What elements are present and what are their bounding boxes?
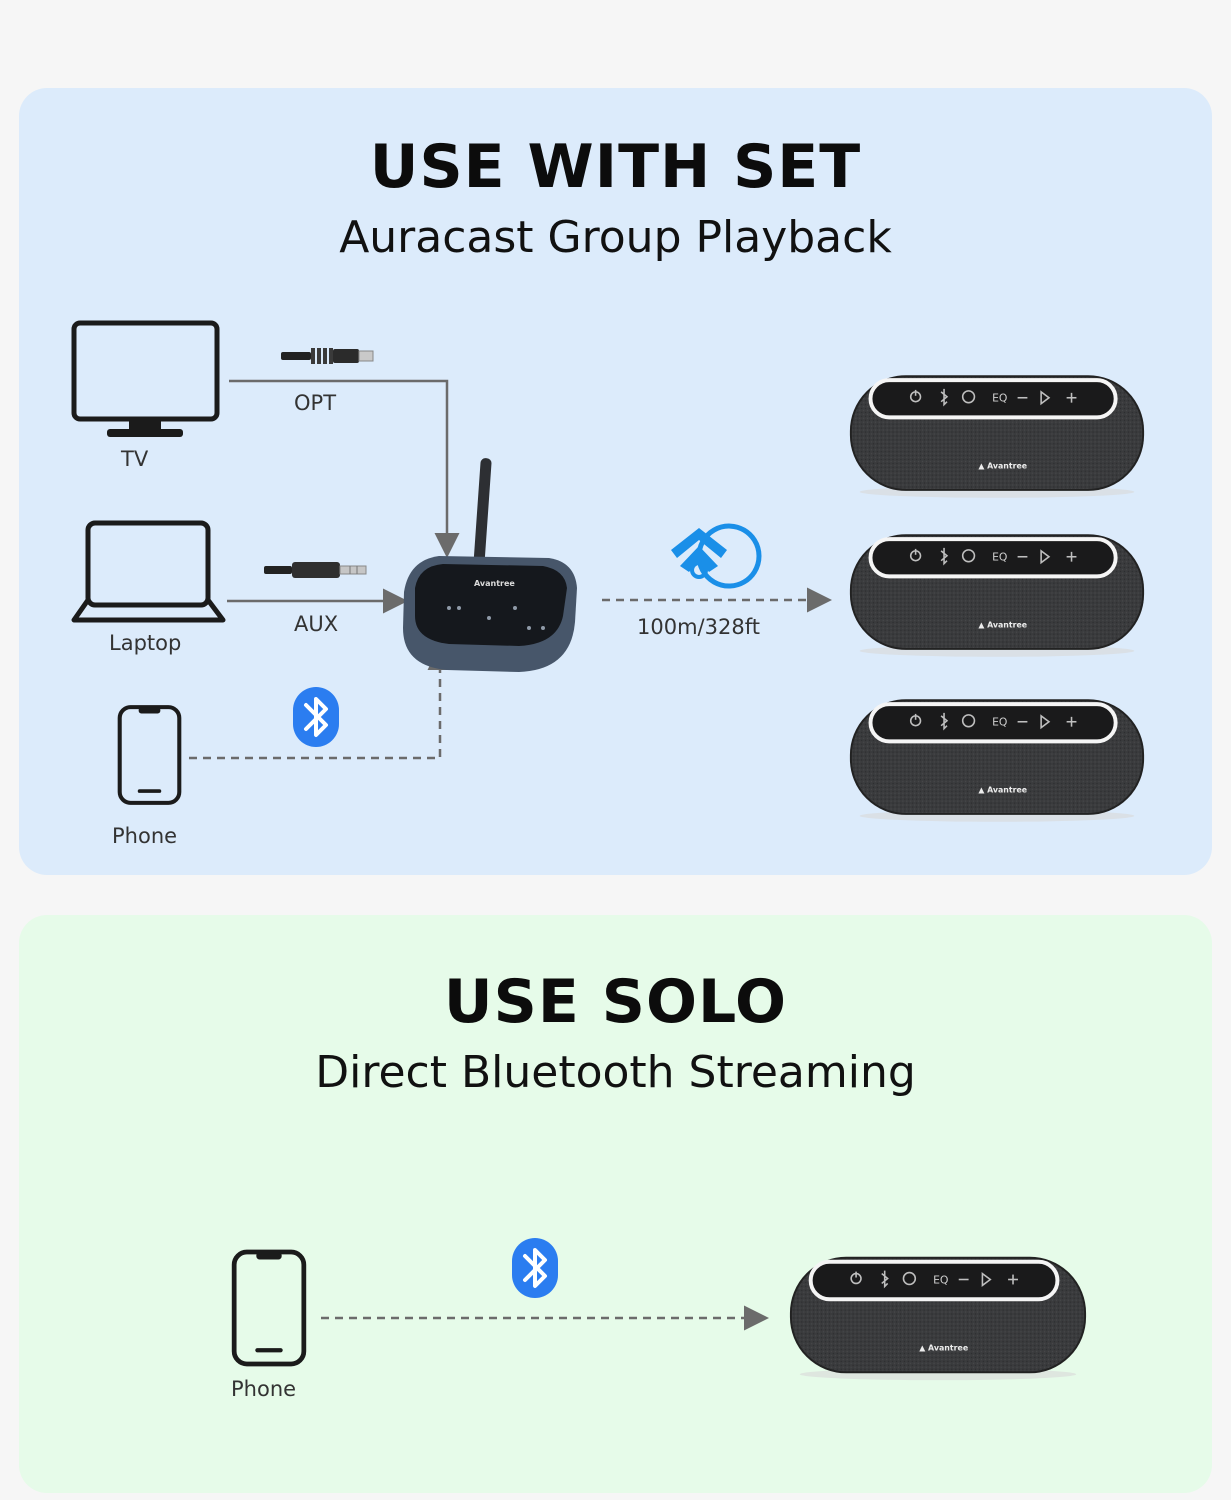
solo-playback-panel: USE SOLO Direct Bluetooth Streaming Phon… [19,915,1212,1493]
optical-cable-icon [281,348,374,364]
tv-icon [71,320,220,437]
auracast-icon [671,523,762,589]
section-title: USE WITH SET [369,132,862,202]
section-title-solo: USE SOLO [443,967,788,1037]
aux-label: AUX [294,612,339,636]
tv-label: TV [121,447,149,471]
speaker-solo [788,1255,1088,1383]
optical-label: OPT [294,391,337,415]
section-subtitle: Auracast Group Playback [339,212,892,263]
laptop-icon [71,520,226,623]
bluetooth-icon [291,685,341,749]
phone-icon [120,707,180,803]
section-subtitle-solo: Direct Bluetooth Streaming [315,1047,916,1098]
speaker-2 [848,533,1146,659]
speaker-3 [848,698,1146,824]
range-label: 100m/328ft [637,615,760,639]
laptop-label: Laptop [109,631,182,655]
bluetooth-icon [512,1238,558,1298]
group-playback-panel: USE WITH SET Auracast Group Playback [19,88,1212,875]
aux-cable-icon [264,562,367,578]
connection-diagram: Avantree [71,320,832,875]
speaker-1 [848,374,1146,500]
transmitter-device: Avantree [403,458,577,672]
phone-label: Phone [112,824,178,848]
phone-label-solo: Phone [231,1377,297,1401]
transmitter-brand: Avantree [474,579,515,588]
solo-diagram [19,915,769,1493]
phone-icon [234,1252,304,1364]
